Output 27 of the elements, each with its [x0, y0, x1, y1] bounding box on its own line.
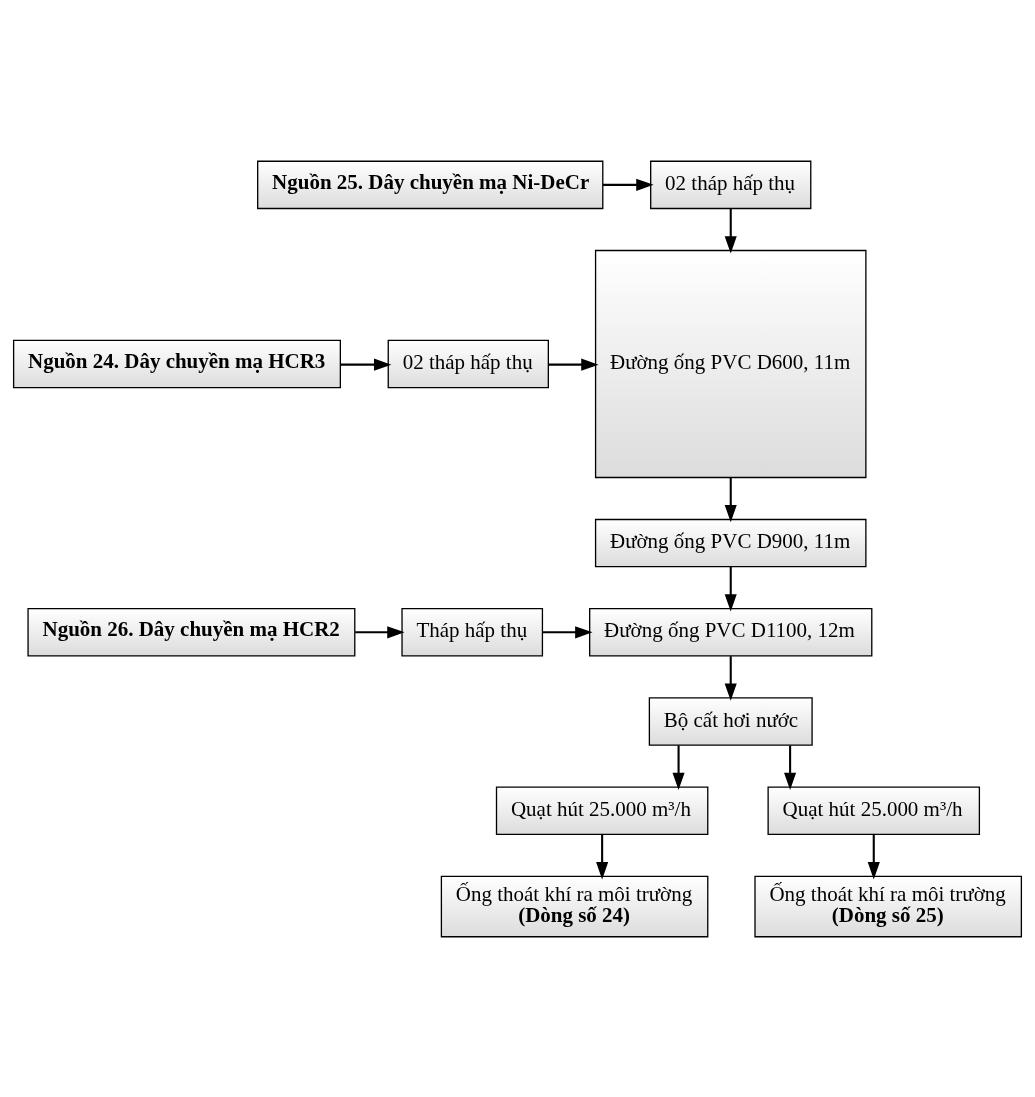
arrow: [867, 833, 880, 879]
arrow: [548, 358, 599, 371]
node-box: 02 tháp hấp thụ: [650, 160, 812, 209]
arrow: [340, 358, 392, 371]
arrow: [672, 744, 685, 790]
node-box: Nguồn 25. Dây chuyền mạ Ni-DeCr: [257, 160, 604, 209]
arrow: [724, 208, 737, 253]
arrow: [602, 178, 654, 191]
arrow: [355, 625, 405, 638]
node-box: Quạt hút 25.000 m³/h: [767, 786, 981, 835]
node-box: Ống thoát khí ra môi trường (Dòng số 25): [754, 875, 1023, 937]
node-box: Đường ống PVC D600, 11m: [594, 249, 867, 478]
node-box: Ống thoát khí ra môi trường (Dòng số 24): [440, 875, 709, 937]
arrow: [784, 744, 797, 790]
arrow: [724, 566, 737, 612]
node-box: 02 tháp hấp thụ: [387, 339, 549, 388]
arrow: [724, 655, 737, 701]
arrow: [724, 477, 737, 522]
node-box: Nguồn 24. Dây chuyền mạ HCR3: [12, 339, 341, 388]
node-box: Nguồn 26. Dây chuyền mạ HCR2: [27, 607, 356, 657]
node-box: Đường ống PVC D1100, 12m: [589, 607, 873, 657]
node-box: Bộ cất hơi nước: [648, 696, 813, 746]
node-box: Quạt hút 25.000 m³/h: [495, 786, 709, 835]
node-box: Đường ống PVC D900, 11m: [594, 518, 867, 567]
arrow: [542, 625, 593, 638]
node-box: Tháp hấp thụ: [401, 607, 544, 657]
arrow: [596, 833, 609, 879]
